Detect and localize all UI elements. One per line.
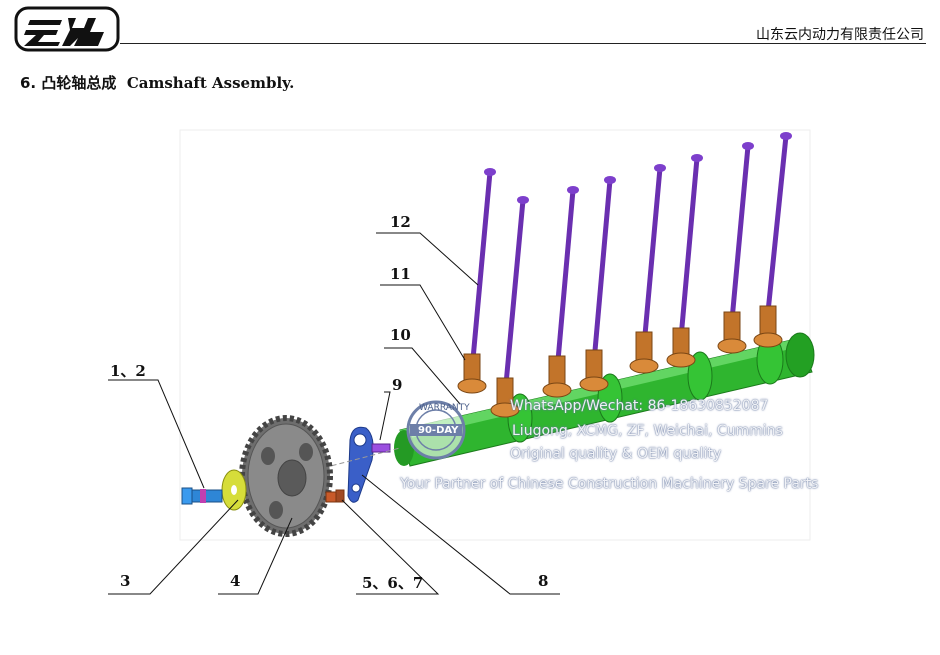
header-rule (120, 43, 926, 44)
callout-8: 8 (538, 572, 549, 590)
pushrod (765, 132, 792, 313)
callout-5-6-7: 5、6、7 (362, 574, 424, 592)
pushrod (554, 186, 579, 373)
section-title: 6. 凸轮轴总成 Camshaft Assembly. (20, 72, 294, 93)
camshaft-gear (239, 415, 333, 537)
callout-1-2: 1、2 (110, 362, 146, 380)
warranty-seal (406, 400, 466, 460)
seal-text: 90-DAY (418, 425, 459, 436)
callout-10: 10 (390, 326, 411, 344)
tappet (753, 305, 783, 348)
pushrod (469, 168, 496, 371)
callout-11: 11 (390, 265, 411, 283)
section-title-en: Camshaft Assembly. (126, 74, 295, 92)
section-title-cn: 6. 凸轮轴总成 (20, 74, 117, 92)
pushrod (641, 164, 666, 347)
tappet (542, 355, 572, 398)
tappet (579, 349, 609, 392)
pushrods (469, 132, 792, 396)
tappet (666, 327, 696, 368)
tappet (490, 377, 520, 418)
callout-4: 4 (230, 572, 241, 590)
tappet (457, 353, 487, 394)
tappet (717, 311, 747, 354)
leader-lines (108, 232, 560, 595)
pushrod (591, 176, 616, 363)
watermark-quality: Original quality & OEM quality (510, 446, 722, 462)
callout-12: 12 (390, 213, 411, 231)
watermark-brands: Liugong, XCMG, ZF, Weichai, Cummins (512, 423, 783, 439)
woodruff-key (371, 443, 391, 453)
seal-arc-text: WARRANTY (419, 403, 470, 413)
gear-bolt (181, 487, 223, 505)
watermark-contact: WhatsApp/Wechat: 86-18630852087 (510, 398, 769, 414)
pushrod (678, 154, 703, 339)
tappets (457, 305, 783, 418)
pushrod (729, 142, 754, 321)
callout-9: 9 (392, 376, 403, 394)
nut-and-washers (325, 489, 345, 503)
callout-3: 3 (120, 572, 131, 590)
tappet (629, 331, 659, 374)
company-logo (14, 6, 120, 52)
company-name: 山东云内动力有限责任公司 (756, 27, 924, 43)
watermark-tagline: Your Partner of Chinese Construction Mac… (400, 476, 819, 492)
pushrod (502, 196, 529, 396)
